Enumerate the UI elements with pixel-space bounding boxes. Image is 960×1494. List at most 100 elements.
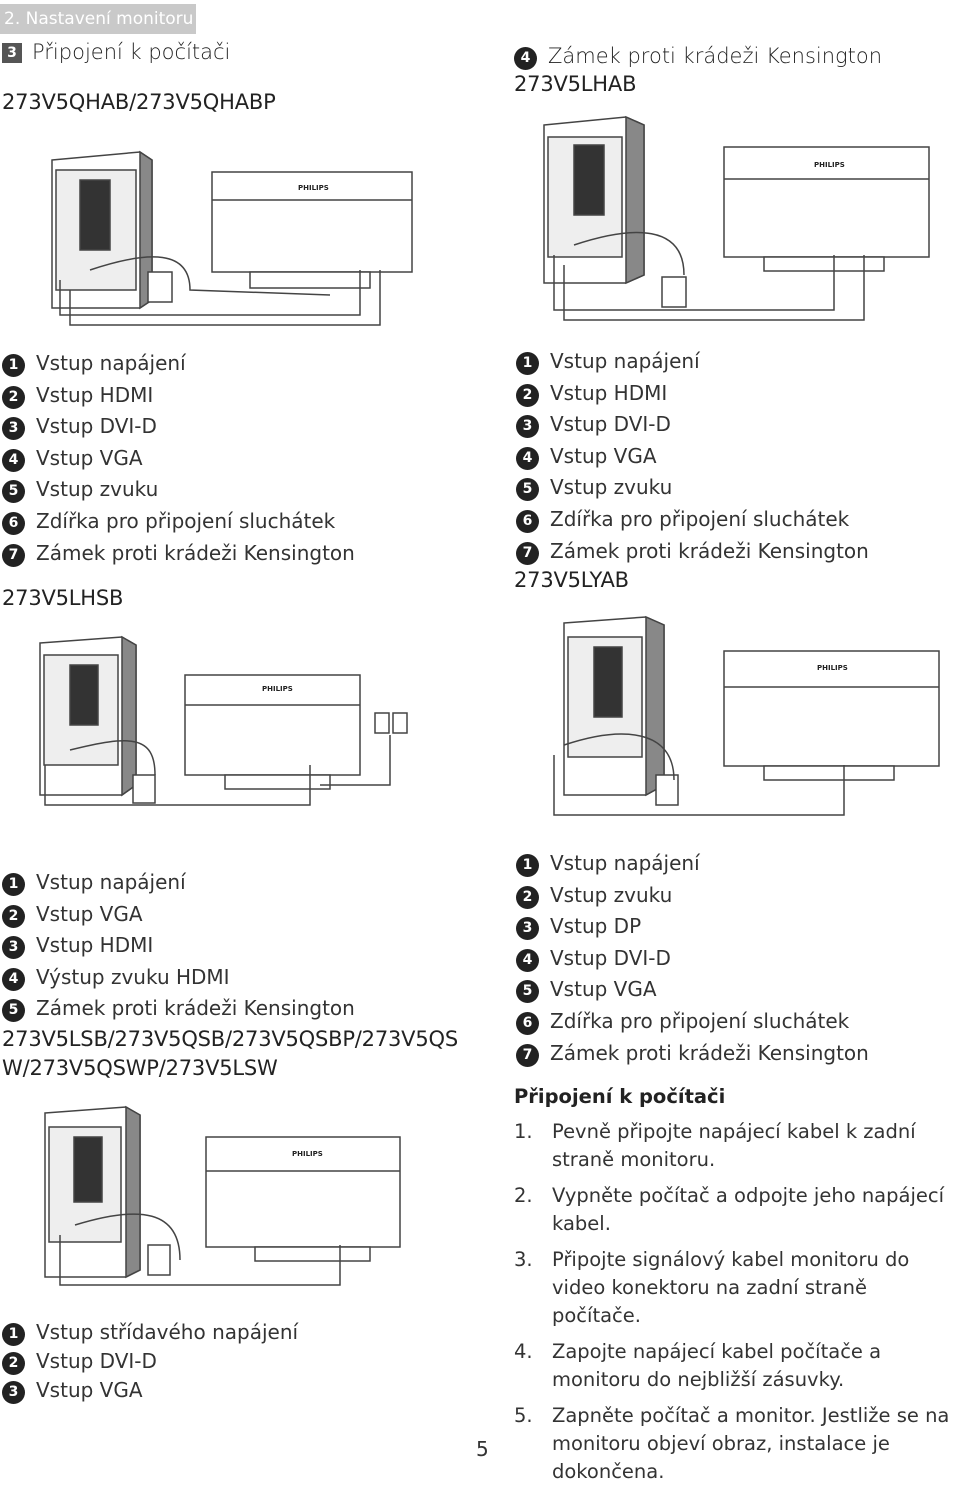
legend-label: Vstup napájení [550, 851, 700, 875]
legend-item: 7 Zámek proti krádeži Kensington [516, 536, 869, 568]
connection-diagram: PHILIPS [553, 615, 940, 816]
brand-logo: PHILIPS [262, 685, 293, 693]
legend-number: 4 [2, 448, 25, 472]
legend-item: 1 Vstup střídavého napájení [2, 1318, 298, 1347]
legend-label: Zdířka pro připojení sluchátek [36, 508, 336, 533]
legend-number: 2 [516, 383, 539, 407]
legend-number: 3 [516, 917, 539, 941]
subsection-number: 3 [2, 43, 22, 63]
legend-item: 5 Vstup VGA [516, 974, 869, 1006]
legend-item: 3 Vstup HDMI [2, 930, 355, 962]
brand-logo: PHILIPS [298, 184, 329, 192]
legend-number: 6 [516, 1011, 539, 1035]
model-label: 273V5QHAB/273V5QHABP [2, 90, 276, 114]
legend-item: 1 Vstup napájení [2, 867, 355, 899]
legend-label: Zámek proti krádeži Kensington [36, 996, 355, 1021]
legend-number: 3 [2, 1381, 25, 1404]
legend-item: 5 Zámek proti krádeži Kensington [2, 993, 355, 1025]
legend-label: Vstup zvuku [550, 475, 673, 500]
procedure: Připojení k počítači 1.Pevně připojte na… [514, 1085, 960, 1494]
step-number: 2. [514, 1184, 533, 1207]
legend-label: Vstup zvuku [550, 882, 673, 907]
legend-number: 4 [516, 948, 539, 972]
procedure-step: 3. Připojte signálový kabel monitoru do v… [514, 1246, 960, 1330]
legend-number: 2 [516, 885, 539, 909]
legend-number: 4 [516, 446, 539, 470]
legend-label: Zdířka pro připojení sluchátek [550, 506, 850, 531]
legend-item: 2 Vstup zvuku [516, 880, 869, 912]
section-header: 2. Nastavení monitoru [0, 4, 196, 34]
legend-number: 1 [2, 873, 25, 896]
connection-diagram: PHILIPS [39, 635, 408, 806]
legend-number: 1 [2, 354, 25, 377]
legend-label: Vstup VGA [550, 977, 657, 1002]
legend-number: 2 [2, 904, 25, 928]
legend-item: 6 Zdířka pro připojení sluchátek [2, 506, 355, 538]
procedure-step: 2. Vypněte počítač a odpojte jeho napájec… [514, 1182, 960, 1238]
legend-label: Vstup VGA [36, 445, 143, 470]
connection-diagram: PHILIPS [543, 115, 930, 321]
legend-number: 6 [2, 511, 25, 535]
step-number: 5. [514, 1404, 533, 1427]
connection-diagram: PHILIPS [44, 1105, 401, 1286]
legend-label: Vstup VGA [36, 901, 143, 926]
legend-label: Zámek proti krádeži Kensington [36, 540, 355, 565]
legend-number: 3 [2, 936, 25, 960]
subsection-heading: 3 Připojení k počítači [2, 40, 230, 64]
connection-diagram: PHILIPS [51, 150, 413, 326]
step-text: Vypněte počítač a odpojte jeho napájecí … [552, 1184, 945, 1235]
legend-label: Vstup napájení [36, 351, 186, 375]
step-number: 3. [514, 1248, 533, 1271]
procedure-step: 4. Zapojte napájecí kabel počítače a moni… [514, 1338, 960, 1394]
step-text: Zapněte počítač a monitor. Jestliže se n… [552, 1404, 950, 1483]
page-number: 5 [476, 1437, 489, 1461]
section-title: Nastavení monitoru [25, 9, 194, 29]
subsection-title: Připojení k počítači [32, 40, 231, 64]
brand-logo: PHILIPS [814, 161, 845, 169]
legend-number: 7 [2, 543, 25, 567]
model-label: W/273V5QSWP/273V5LSW [2, 1056, 278, 1080]
procedure-title: Připojení k počítači [514, 1085, 726, 1108]
model-label: 273V5LHAB [514, 72, 637, 96]
legend-item: 4 Vstup VGA [2, 443, 355, 475]
legend-number: 4 [2, 967, 25, 991]
procedure-step: 1.Pevně připojte napájecí kabel k zadní … [514, 1118, 960, 1174]
legend-label: Vstup HDMI [36, 382, 154, 407]
step-number: 1. [514, 1120, 533, 1143]
brand-logo: PHILIPS [292, 1150, 323, 1158]
legend-label: Vstup střídavého napájení [36, 1320, 299, 1344]
legend-number: 5 [516, 980, 539, 1004]
legend-label: Vstup napájení [550, 349, 700, 373]
legend-number: 1 [2, 1323, 25, 1346]
step-text: Zapojte napájecí kabel počítače a monito… [552, 1340, 882, 1391]
kensington-title: Zámek proti krádeži Kensington [548, 44, 883, 68]
legend-label: Vstup VGA [550, 443, 657, 468]
legend-number: 7 [516, 541, 539, 565]
legend-label: Vstup napájení [36, 870, 186, 894]
legend-label: Vstup DVI-D [36, 414, 157, 439]
legend-label: Zdířka pro připojení sluchátek [550, 1008, 850, 1033]
model-label: 273V5LHSB [2, 586, 124, 610]
legend-number: 1 [516, 352, 539, 375]
step-text: Připojte signálový kabel monitoru do vid… [552, 1248, 910, 1327]
step-number: 4. [514, 1340, 533, 1363]
legend-number: 5 [2, 999, 25, 1023]
legend-label: Vstup HDMI [36, 933, 154, 958]
procedure-step: 5. Zapněte počítač a monitor. Jestliže se… [514, 1402, 960, 1486]
section-number: 2. [4, 9, 21, 29]
legend-label: Vstup HDMI [550, 380, 668, 405]
model-label: 273V5LYAB [514, 568, 629, 592]
legend-label: Zámek proti krádeži Kensington [550, 1040, 869, 1065]
legend-label: Vstup DP [550, 914, 642, 939]
legend-label: Zámek proti krádeži Kensington [550, 538, 869, 563]
